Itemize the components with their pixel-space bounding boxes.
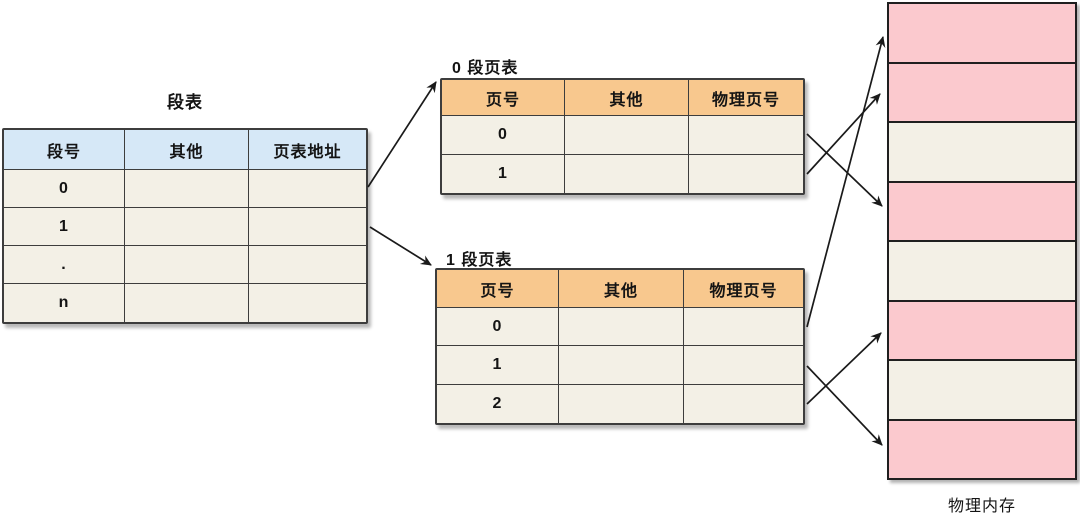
- segment-table-header-segno: 段号: [4, 130, 125, 170]
- page-number-cell: 0: [437, 308, 559, 347]
- arrow-page-table-1-row-1-to-memory-cell-7: [806, 365, 883, 446]
- empty-cell: [565, 116, 689, 155]
- empty-cell: [684, 384, 803, 423]
- memory-cell-1: [889, 63, 1075, 123]
- arrow-segment-row-0-to-page-table-0: [367, 81, 437, 188]
- empty-cell: [125, 208, 249, 246]
- empty-cell: [125, 246, 249, 284]
- empty-cell: [684, 346, 803, 385]
- page-table-1-title: 1 段页表: [446, 252, 513, 269]
- empty-cell: [249, 246, 366, 284]
- segment-number-cell: 1: [4, 208, 125, 246]
- empty-cell: [565, 154, 689, 193]
- segment-table-header-ptaddr: 页表地址: [249, 130, 366, 170]
- empty-cell: [689, 116, 803, 155]
- segment-table-header-other: 其他: [125, 130, 249, 170]
- page-number-cell: 2: [437, 384, 559, 423]
- page-table-1-header-pageno: 页号: [437, 270, 559, 308]
- empty-cell: [689, 154, 803, 193]
- segment-number-cell: .: [4, 246, 125, 284]
- empty-cell: [249, 284, 366, 322]
- empty-cell: [559, 384, 684, 423]
- page-table-1-header-frameno: 物理页号: [684, 270, 803, 308]
- arrow-page-table-0-row-1-to-memory-cell-1: [806, 93, 881, 175]
- arrow-page-table-1-row-0-to-memory-cell-0: [806, 36, 886, 328]
- page-table-0: 页号 其他 物理页号 0 1: [440, 78, 805, 195]
- segment-number-cell: 0: [4, 170, 125, 208]
- arrow-page-table-1-row-2-to-memory-cell-5: [806, 332, 882, 405]
- segment-table: 段号 其他 页表地址 0 1 . n: [2, 128, 368, 324]
- arrow-segment-row-1-to-page-table-1: [369, 226, 432, 266]
- page-table-1: 页号 其他 物理页号 0 1 2: [435, 268, 805, 425]
- memory-cell-4: [889, 242, 1075, 302]
- memory-cell-2: [889, 123, 1075, 183]
- memory-cell-6: [889, 361, 1075, 421]
- empty-cell: [249, 170, 366, 208]
- empty-cell: [559, 308, 684, 347]
- page-number-cell: 0: [442, 116, 565, 155]
- segment-table-title: 段表: [167, 93, 203, 112]
- memory-cell-3: [889, 182, 1075, 242]
- segment-number-cell: n: [4, 284, 125, 322]
- empty-cell: [125, 284, 249, 322]
- physical-memory-label: 物理内存: [947, 498, 1016, 515]
- page-table-0-header-frameno: 物理页号: [689, 80, 803, 116]
- empty-cell: [125, 170, 249, 208]
- arrow-page-table-0-row-0-to-memory-cell-3: [806, 133, 883, 207]
- memory-cell-7: [889, 420, 1075, 478]
- page-table-0-title: 0 段页表: [452, 60, 519, 77]
- physical-memory-column: [887, 2, 1077, 480]
- page-number-cell: 1: [442, 154, 565, 193]
- memory-cell-5: [889, 301, 1075, 361]
- empty-cell: [559, 346, 684, 385]
- page-table-0-header-other: 其他: [565, 80, 689, 116]
- page-number-cell: 1: [437, 346, 559, 385]
- empty-cell: [249, 208, 366, 246]
- page-table-1-header-other: 其他: [559, 270, 684, 308]
- empty-cell: [684, 308, 803, 347]
- page-table-0-header-pageno: 页号: [442, 80, 565, 116]
- memory-cell-0: [889, 4, 1075, 64]
